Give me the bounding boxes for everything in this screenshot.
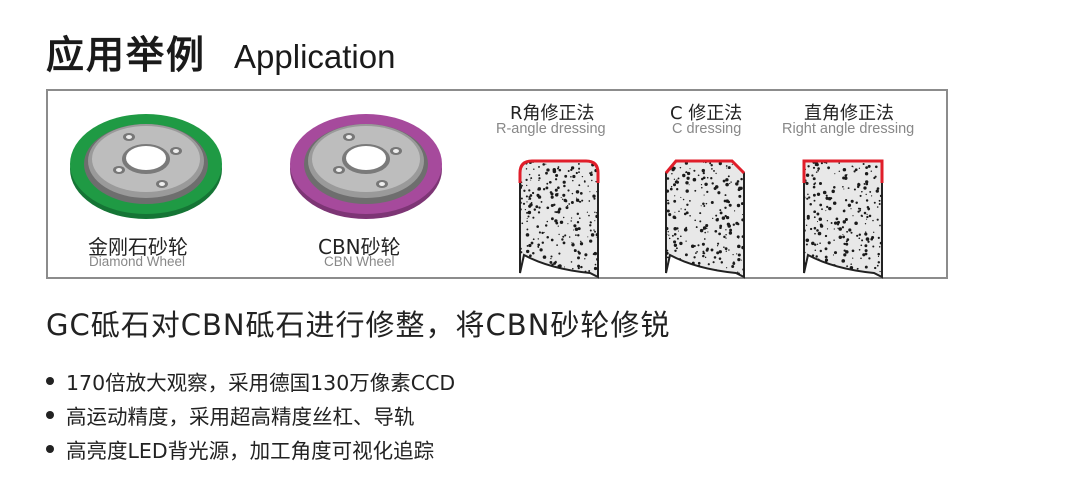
- right-angle-stone-image: [802, 159, 884, 279]
- list-item: 高运动精度，采用超高精度丝杠、导轨: [46, 398, 455, 432]
- application-panel: 金刚石砂轮 Diamond Wheel CBN砂轮 CBN Wheel R角修正…: [46, 89, 948, 279]
- page-title: 应用举例 Application: [46, 24, 396, 77]
- right-angle-dressing-label: 直角修正法: [804, 103, 894, 124]
- r-angle-dressing-label: R角修正法: [510, 103, 595, 124]
- bullet-icon: [46, 445, 54, 453]
- c-dressing-stone-image: [664, 159, 746, 279]
- diamond-wheel-label-en: Diamond Wheel: [89, 254, 186, 269]
- bullet-icon: [46, 377, 54, 385]
- title-english: Application: [234, 38, 396, 75]
- c-dressing-label-en: C dressing: [672, 121, 742, 137]
- diamond-wheel-image: [70, 114, 222, 219]
- c-dressing-label: C 修正法: [670, 103, 743, 124]
- r-angle-dressing-label-en: R-angle dressing: [496, 121, 606, 137]
- bullet-icon: [46, 411, 54, 419]
- list-item: 170倍放大观察，采用德国130万像素CCD: [46, 364, 455, 398]
- right-angle-dressing-label-en: Right angle dressing: [782, 121, 915, 137]
- cbn-wheel-label-en: CBN Wheel: [324, 254, 395, 269]
- list-item: 高亮度LED背光源，加工角度可视化追踪: [46, 432, 455, 466]
- diamond-wheel-label: 金刚石砂轮: [88, 235, 188, 259]
- r-angle-stone-image: [518, 159, 600, 279]
- headline: GC砥石对CBN砥石进行修整，将CBN砂轮修锐: [46, 308, 671, 342]
- cbn-wheel-image: [290, 114, 442, 219]
- cbn-wheel-label: CBN砂轮: [318, 235, 401, 259]
- feature-list: 170倍放大观察，采用德国130万像素CCD 高运动精度，采用超高精度丝杠、导轨…: [46, 364, 455, 466]
- title-chinese: 应用举例: [46, 33, 207, 77]
